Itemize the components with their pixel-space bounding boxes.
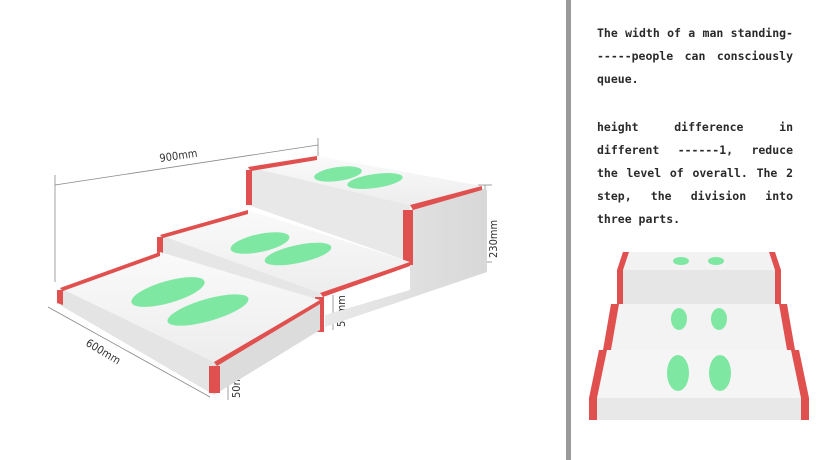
footprint-icon [314, 166, 362, 182]
stair-front-view-thumbnail [589, 252, 809, 420]
thumbnail-footprints [667, 257, 731, 391]
width-dimension-label: 900mm [159, 147, 199, 165]
description-panel: The width of a man standing------people … [571, 0, 818, 460]
footprint-icon [230, 232, 290, 254]
footprints-middle [230, 232, 332, 266]
depth-dimension-label: 600mm [83, 336, 122, 367]
stair-render-svg: 900mm 600mm 230mm 130mm 50mm 50mm [47, 138, 500, 400]
footprint-icon [167, 294, 249, 326]
description-paragraph-1: The width of a man standing------people … [597, 26, 793, 86]
description-paragraph-2: height difference in different ------1, … [597, 120, 793, 226]
stair-render-view: 900mm 600mm 230mm 130mm 50mm 50mm [47, 138, 500, 400]
footprint-icon [671, 308, 687, 330]
vertical-divider [566, 0, 571, 460]
footprint-icon [708, 257, 724, 265]
footprint-icon [711, 308, 727, 330]
footprint-icon [709, 355, 731, 391]
footprints-top [314, 166, 403, 189]
footprint-icon [667, 355, 689, 391]
footprint-icon [264, 242, 332, 266]
footprint-icon [131, 277, 205, 307]
footprint-icon [673, 257, 689, 265]
footprint-icon [347, 173, 403, 189]
depth-dimension [47, 306, 211, 398]
height-dimension-label: 230mm [487, 220, 500, 258]
stair-side-face [325, 183, 487, 327]
footprints-bottom [131, 277, 249, 326]
